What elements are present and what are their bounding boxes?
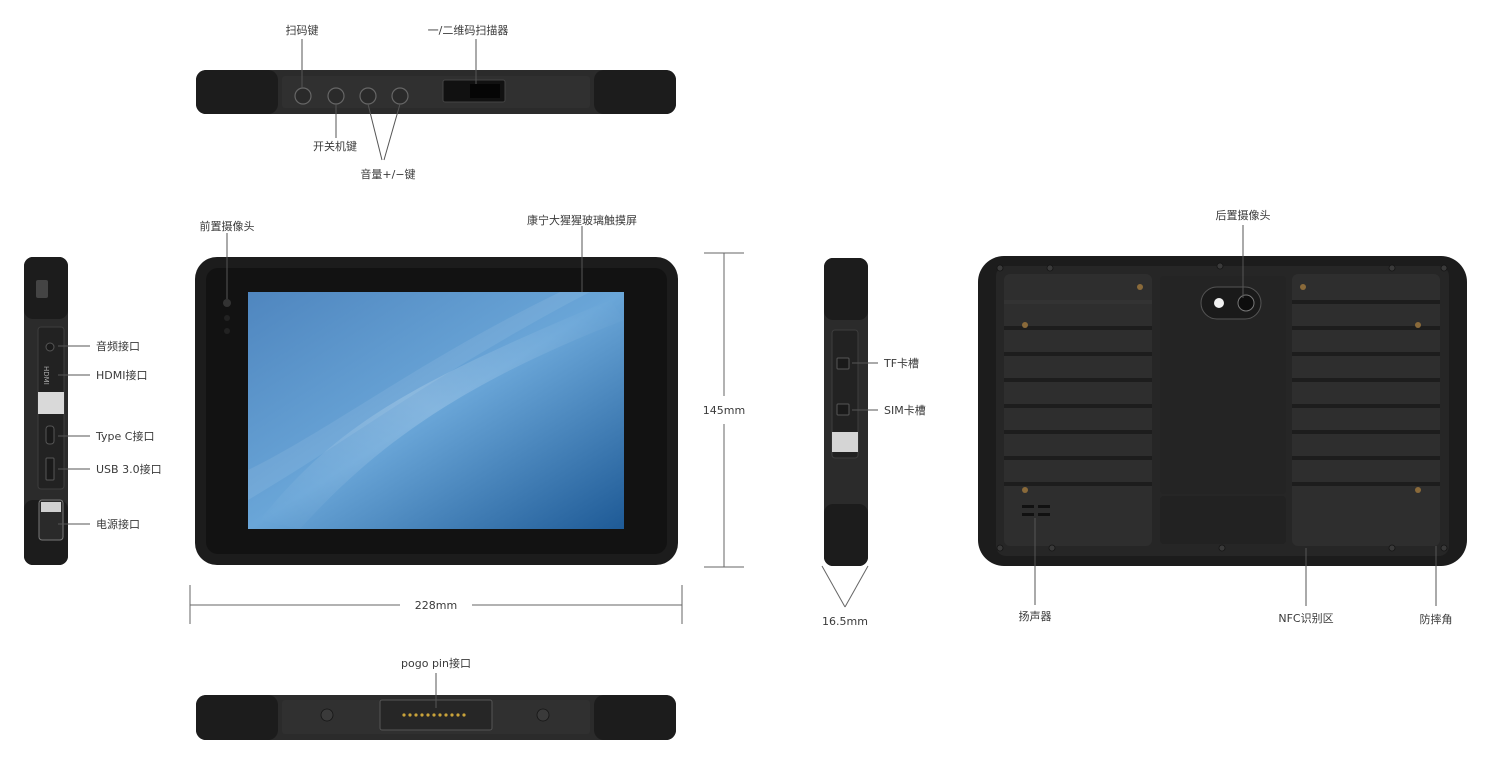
power-button[interactable] [327, 87, 345, 105]
rear-camera-lens [1237, 294, 1255, 312]
scan-button[interactable] [294, 87, 312, 105]
front-view [195, 257, 678, 565]
label-power-port: 电源接口 [96, 517, 140, 531]
right-side-view [824, 258, 868, 566]
front-camera-lens [223, 299, 231, 307]
speaker-grille [1022, 505, 1050, 516]
label-nfc-area: NFC识别区 [1278, 612, 1333, 625]
label-rear-camera: 后置摄像头 [1216, 208, 1271, 222]
usb-port[interactable] [45, 457, 55, 481]
tf-slot[interactable] [836, 357, 850, 370]
label-thickness: 16.5mm [822, 615, 868, 628]
label-height: 145mm [703, 404, 745, 417]
back-view [978, 256, 1467, 566]
pogo-pins [402, 713, 466, 717]
label-corner-guard: 防摔角 [1420, 612, 1453, 626]
audio-port[interactable] [45, 342, 55, 352]
label-type-c-port: Type C接口 [95, 430, 154, 443]
back-ribs-right [1292, 300, 1440, 486]
label-gorilla-glass: 康宁大猩猩玻璃触摸屏 [527, 213, 637, 227]
hdmi-print: HDMI [42, 366, 50, 385]
label-audio-port: 音频接口 [96, 339, 140, 353]
volume-up-button[interactable] [359, 87, 377, 105]
type-c-port[interactable] [45, 425, 55, 445]
label-width: 228mm [415, 599, 457, 612]
bottom-edge-view [196, 695, 676, 740]
left-side-view: HDMI [24, 257, 68, 565]
label-volume-key: 音量+/−键 [360, 167, 415, 181]
label-power-key: 开关机键 [313, 139, 357, 153]
label-pogo-pin: pogo pin接口 [401, 657, 471, 670]
label-speaker: 扬声器 [1019, 609, 1052, 623]
flash-icon [1214, 298, 1224, 308]
label-usb-port: USB 3.0接口 [96, 463, 162, 476]
label-sim-slot: SIM卡槽 [884, 404, 926, 417]
label-scan-key: 扫码键 [286, 23, 319, 37]
label-front-camera: 前置摄像头 [200, 219, 255, 233]
top-edge-view [196, 70, 676, 114]
volume-down-button[interactable] [391, 87, 409, 105]
sim-slot[interactable] [836, 403, 850, 416]
back-ribs-left [1004, 300, 1152, 486]
label-hdmi-port: HDMI接口 [96, 369, 147, 382]
label-barcode-scanner: 一/二维码扫描器 [428, 23, 509, 37]
label-tf-slot: TF卡槽 [883, 357, 919, 370]
